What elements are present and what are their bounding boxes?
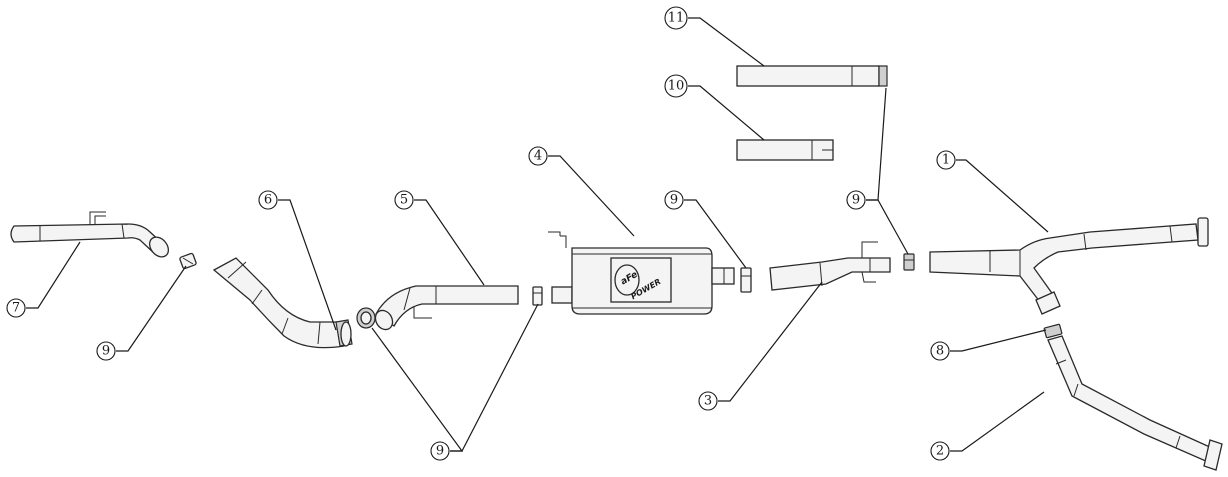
part-6-bend-pipe [212,257,353,349]
clamp-9a [179,252,197,270]
callout-1: 1 [936,150,956,170]
part-4-muffler: aFe POWER [548,231,735,315]
callout-10-label: 10 [668,79,685,94]
callout-8-label: 8 [936,344,944,359]
callout-7: 7 [6,298,26,318]
part-11-straight-pipe [736,65,888,87]
part-8-coupler [1043,323,1063,339]
part-10-straight-pipe [736,139,834,161]
callout-4-label: 4 [534,149,542,164]
callout-9-center: 9 [664,190,684,210]
callout-9-right: 9 [846,190,866,210]
clamp-9c [532,286,543,306]
callout-2-label: 2 [936,444,944,459]
callout-3-label: 3 [704,394,712,409]
callout-8: 8 [930,341,950,361]
callout-2: 2 [930,441,950,461]
callout-6: 6 [258,190,278,210]
leader-lines [26,17,1049,452]
callout-1-label: 1 [942,153,950,168]
callout-3: 3 [698,391,718,411]
callout-9-right-label: 9 [852,193,860,208]
callout-9-bottom: 9 [430,441,450,461]
callout-10: 10 [664,74,688,98]
part-2-lower-pipe [1047,335,1223,471]
callout-9-left-label: 9 [102,344,110,359]
callout-11-label: 11 [668,11,685,26]
part-7-tailpipe [10,211,170,258]
callout-7-label: 7 [12,301,20,316]
part-1-y-pipe [929,217,1209,315]
part-5-intermediate-pipe [374,285,519,331]
callout-11: 11 [664,6,688,30]
clamp-9b [356,307,376,329]
callout-5-label: 5 [400,193,408,208]
callout-9-center-label: 9 [670,193,678,208]
callout-9-left: 9 [96,341,116,361]
part-3-connecting-pipe [769,241,891,291]
clamp-9d [740,267,752,293]
callout-4: 4 [528,146,548,166]
clamp-near-part-3 [903,253,915,271]
callout-9-bottom-label: 9 [436,444,444,459]
callout-6-label: 6 [264,193,272,208]
callout-5: 5 [394,190,414,210]
